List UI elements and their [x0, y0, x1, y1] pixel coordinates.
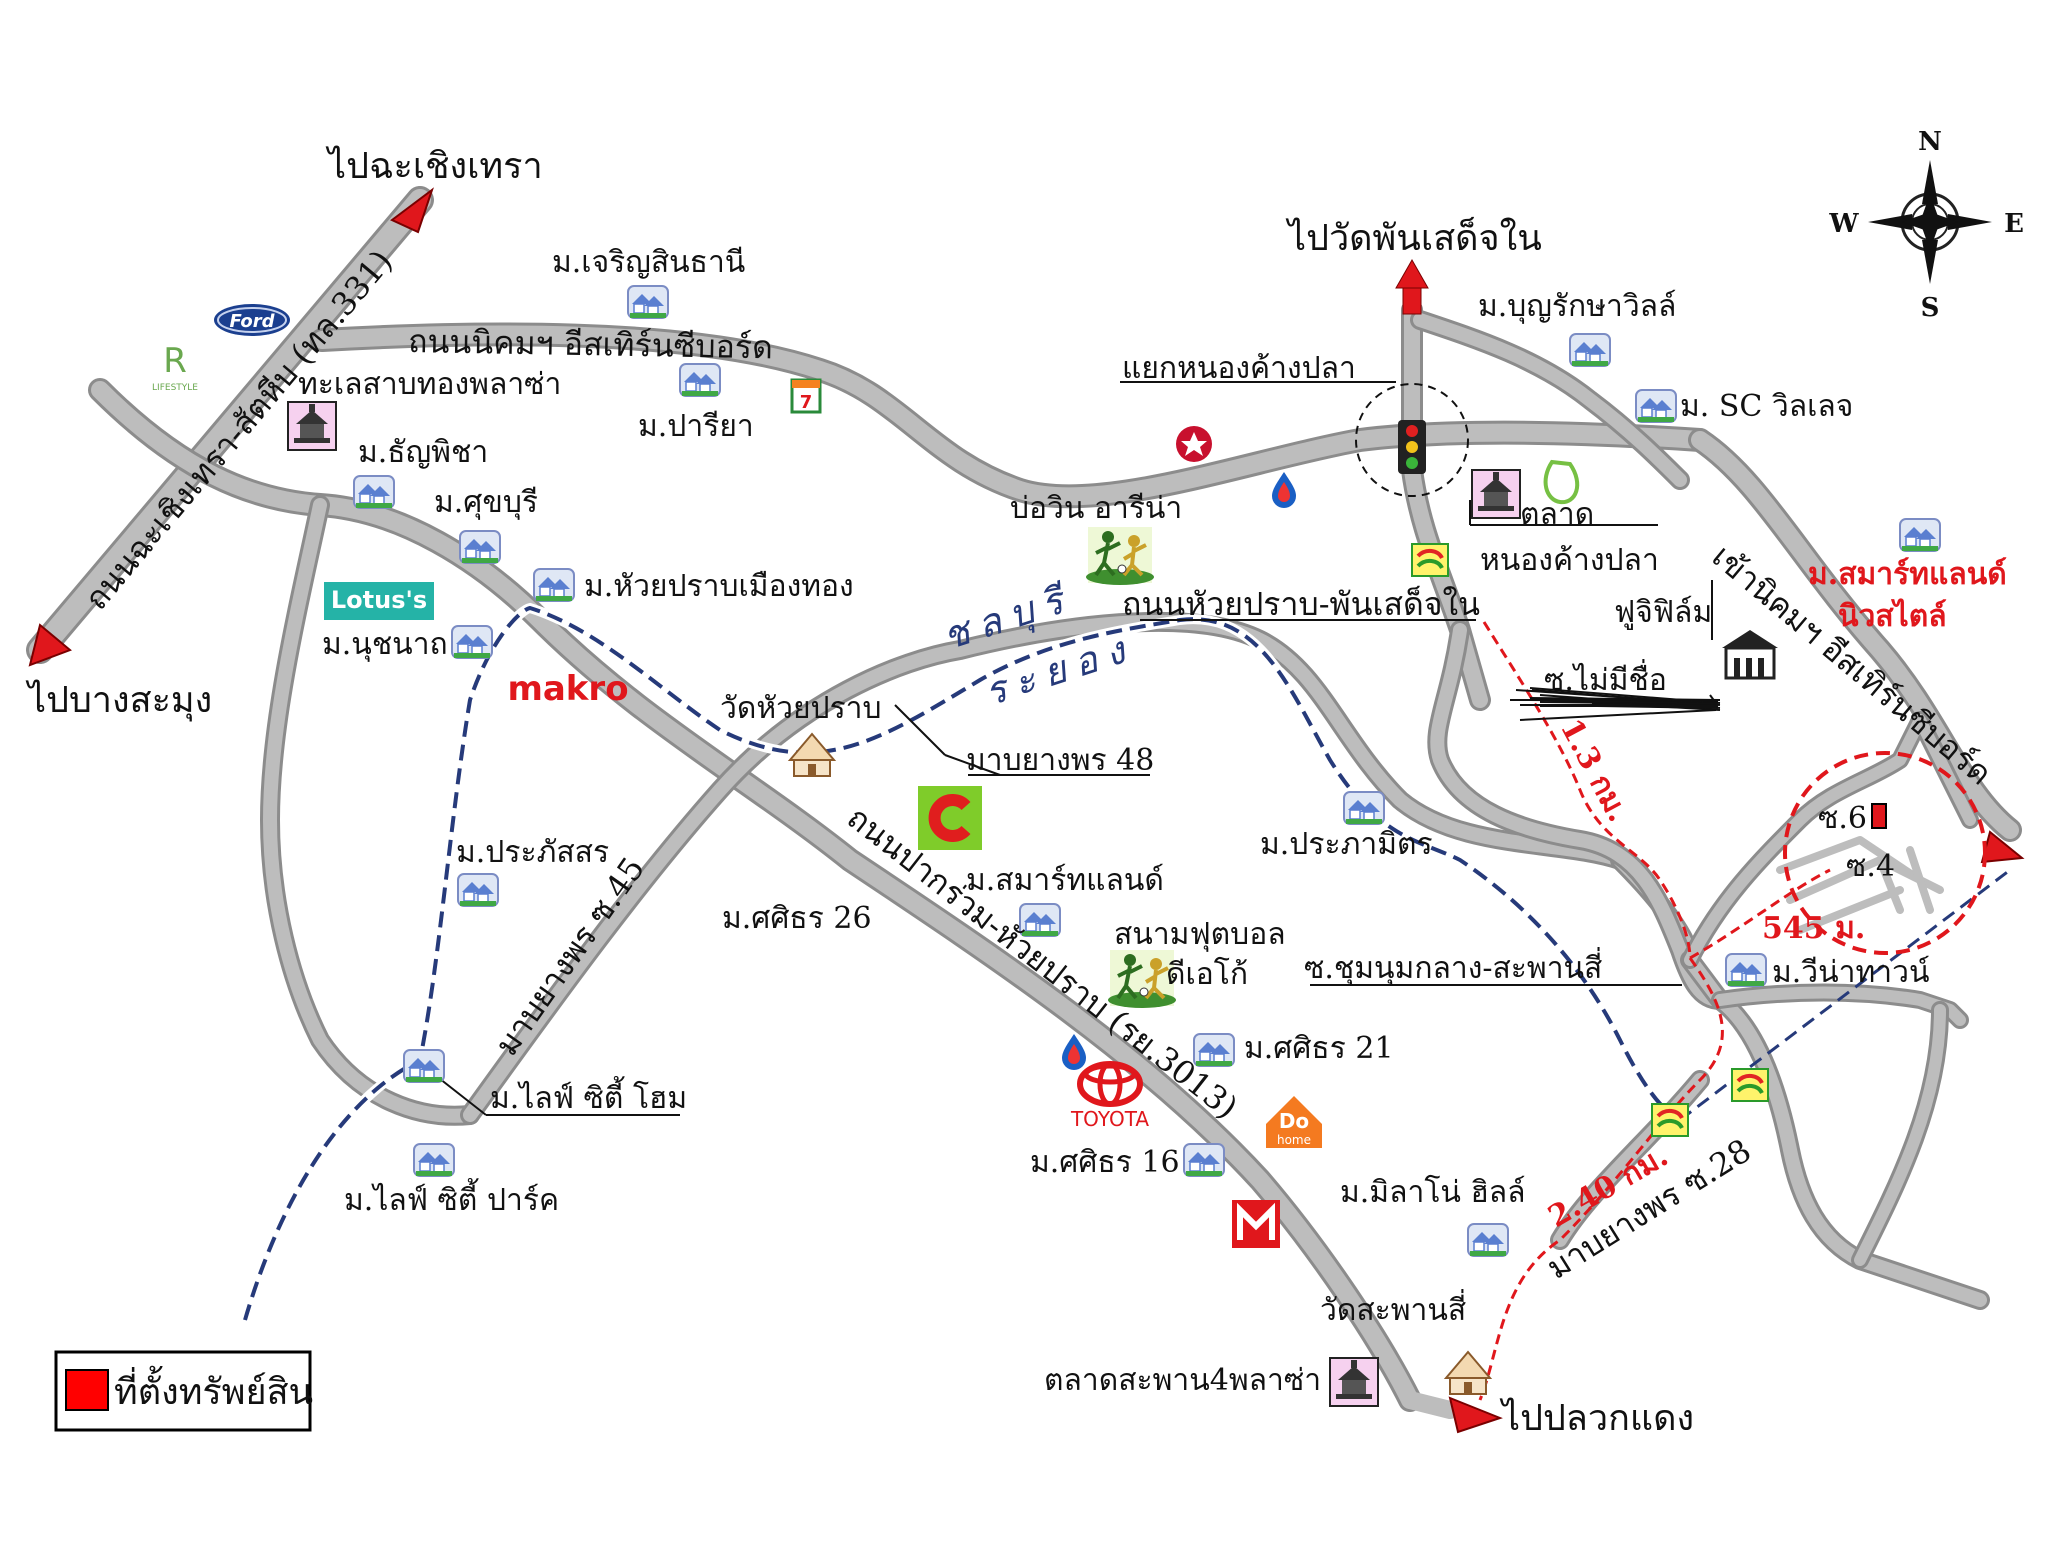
compass-e: E [2004, 209, 2024, 239]
store-logo [1232, 1200, 1280, 1248]
property-marker[interactable] [1871, 803, 1887, 829]
dest-bang-samung: ไปบางสะมุง [25, 679, 212, 722]
place-prapa-mit: ม.ประภามิตร [1260, 827, 1433, 862]
place-football-field: สนามฟุตบอล [1114, 917, 1286, 953]
place-nuchanart: ม.นุชนาถ [322, 627, 448, 663]
compass-n: N [1918, 127, 1942, 157]
distance-2: 545 ม. [1762, 911, 1865, 946]
place-sasithorn-21: ม.ศศิธร 21 [1244, 1031, 1394, 1066]
fuji-film-building-icon [1722, 630, 1778, 680]
compass-s: S [1921, 293, 1940, 323]
place-talat-saphan-plaza: ตลาดสะพาน4พลาซ่า [1044, 1363, 1321, 1398]
makro-logo: makro [507, 669, 628, 709]
road-network [26, 186, 2022, 1419]
road-soi-4: ซ.4 [1846, 849, 1895, 884]
svg-text:LIFESTYLE: LIFESTYLE [152, 383, 198, 393]
compass-w: W [1828, 209, 1859, 239]
place-sukhaburi: ม.ศุขบุรี [434, 485, 538, 521]
arrow-chachoengsao [390, 187, 434, 234]
leader-lines [434, 381, 1721, 1116]
place-life-city-home: ม.ไลฟ์ ซิตี้ โฮม [490, 1076, 687, 1116]
place-milano-hills: ม.มิลาโน่ ฮิลล์ [1340, 1174, 1526, 1210]
labels: ไปฉะเชิงเทรา ไปบางสะมุง ไปวัดพันเสด็จใน … [25, 145, 2007, 1439]
place-vina-town: ม.วีน่าทาวน์ [1772, 955, 1930, 990]
distance-1: 1.3 กม. [1553, 713, 1636, 827]
place-sasithorn-26: ม.ศศิธร 26 [722, 901, 872, 936]
place-boonrak-villa: ม.บุญรักษาวิลล์ [1478, 289, 1676, 325]
arrow-bang-samung [28, 623, 72, 667]
dohome-logo: Do home [1266, 1096, 1322, 1148]
legend-swatch [65, 1369, 109, 1411]
road-huai-prab-phan: ถนนหัวยปราบ-พันเสด็จใน [1122, 585, 1480, 623]
dest-wat-phan-sadet: ไปวัดพันเสด็จใน [1285, 215, 1542, 259]
place-huai-prab-mueang-thong: ม.หัวยปราบเมืองทอง [584, 569, 854, 604]
place-wat-huai-prab: วัดหัวยปราบ [720, 691, 882, 726]
place-bowin-arena: บ่อวิน อารีน่า [1010, 491, 1182, 526]
dest-pluak-daeng: ไปปลวกแดง [1499, 1397, 1694, 1439]
ford-logo: Ford [214, 304, 290, 336]
svg-text:TOYOTA: TOYOTA [1070, 1107, 1149, 1131]
place-smart-land: ม.สมาร์ทแลนด์ [966, 863, 1164, 898]
lotus-logo: Lotus's [324, 582, 434, 620]
svg-text:Do: Do [1279, 1109, 1309, 1133]
road-soi-mai-mi-chue: ซ.ไม่มีชื่อ [1544, 659, 1667, 698]
svg-text:home: home [1277, 1133, 1311, 1147]
place-talat: ตลาด [1520, 497, 1594, 532]
place-tha-sathong: ทะเลสาบทองพลาซ่า [298, 367, 561, 402]
svg-text:Lotus's: Lotus's [331, 586, 427, 614]
place-sasithorn-16: ม.ศศิธร 16 [1030, 1145, 1180, 1180]
place-sc-villa: ม. SC วิลเลจ [1680, 389, 1853, 424]
road-myp-48: มาบยางพร 48 [966, 743, 1154, 778]
destination-arrows [28, 187, 2025, 1434]
route-to-property [1478, 621, 1831, 1401]
seven-eleven-icon: 7 [790, 378, 822, 414]
place-thanya-pitcha: ม.ธัญพิชา [358, 435, 488, 470]
svg-text:Ford: Ford [229, 311, 275, 332]
legend-label: ที่ตั้งทรัพย์สิน [114, 1365, 313, 1413]
arrow-wat-phan-sadet [1395, 258, 1429, 315]
toyota-logo: TOYOTA [1070, 1061, 1149, 1131]
property-area-circle [1783, 751, 1987, 955]
svg-text:7: 7 [800, 392, 813, 413]
place-charoen-sin-thani: ม.เจริญสินธานี [552, 245, 745, 280]
place-nong-kang-pla: หนองค้างปลา [1480, 543, 1659, 578]
bigc-icon [918, 786, 982, 850]
place-life-city-park: ม.ไลฟ์ ซิตี้ ปาร์ค [344, 1178, 559, 1218]
place-d-ego: ดีเอโก้ [1166, 956, 1248, 992]
gas-station-icons [1062, 426, 1770, 1138]
place-fuji-film: ฟูจิฟิล์ม [1614, 595, 1712, 630]
arrow-pluak-daeng [1448, 1396, 1503, 1434]
lifestyle-logo: R LIFESTYLE [152, 341, 198, 393]
legend: ที่ตั้งทรัพย์สิน [54, 1350, 313, 1432]
place-wat-saphan-si: วัดสะพานสี่ [1320, 1289, 1466, 1328]
road-soi-chumnum: ซ.ชุมนุมกลาง-สะพานสี่ [1304, 947, 1602, 987]
road-nikom: ถนนนิคมฯ อีสเทิร์นซีบอร์ด [408, 322, 773, 366]
road-myp-45: มาบยางพร ซ.45 [487, 850, 652, 1062]
place-smart-land-new-style-2: นิวสไตล์ [1838, 598, 1947, 634]
dest-chachoengsao: ไปฉะเชิงเทรา [325, 145, 543, 187]
place-smart-land-new-style-1: ม.สมาร์ทแลนด์ [1808, 557, 2007, 592]
place-pariya: ม.ปารียา [638, 409, 754, 444]
road-soi-6: ซ.6 [1818, 801, 1867, 836]
place-yaek-nong-kang-pla: แยกหนองค้างปลา [1122, 351, 1356, 386]
place-prakassorn: ม.ประภัสสร [456, 835, 609, 870]
compass: N S E W [1828, 127, 2024, 323]
traffic-light-icon [1355, 383, 1469, 497]
svg-text:R: R [163, 341, 187, 381]
